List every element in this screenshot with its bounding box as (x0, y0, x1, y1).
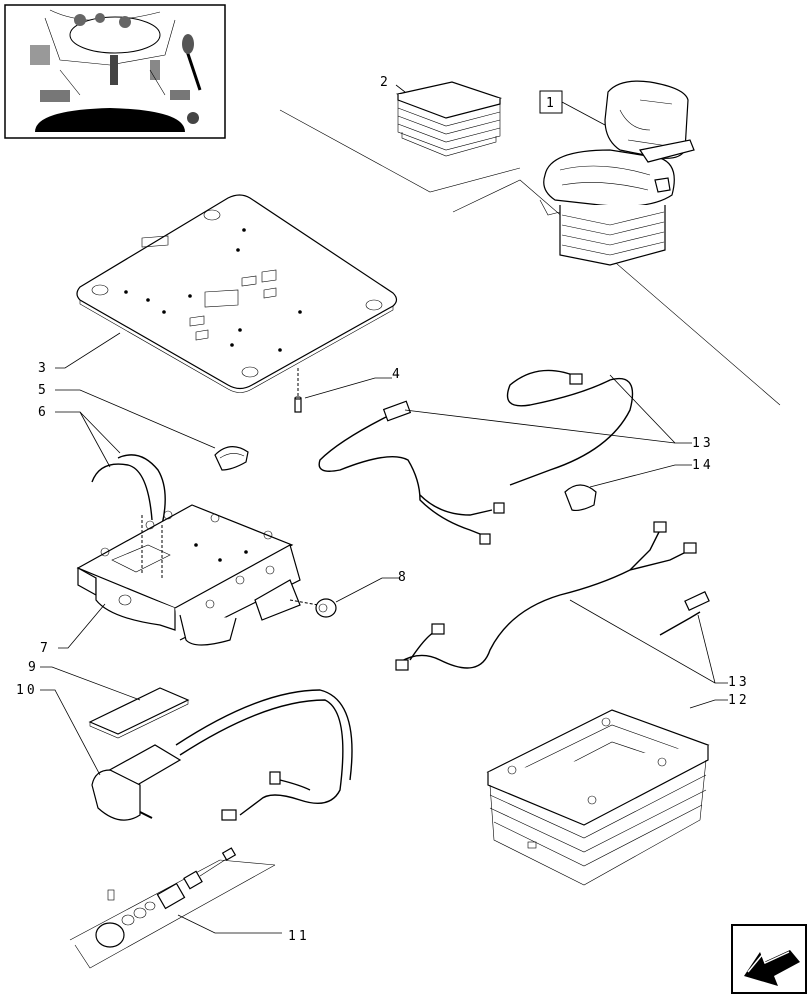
switch-assembly-part (69, 847, 276, 969)
group-divider-lines (279, 109, 781, 406)
label-9: 9 (28, 660, 39, 675)
leader-lines (40, 84, 728, 934)
seat-base-plate-part (76, 194, 398, 393)
label-14: 14 (692, 458, 714, 473)
label-11: 11 (288, 929, 310, 944)
label-7: 7 (40, 641, 51, 656)
wiring-harness-lower-part (395, 521, 710, 671)
label-4: 4 (392, 367, 403, 382)
label-1: 1 (546, 96, 557, 111)
thumbnail-image (4, 4, 226, 139)
complete-seat-part (539, 80, 695, 266)
label-13-lower: 13 (728, 675, 750, 690)
label-8: 8 (398, 570, 409, 585)
bushing-part (315, 598, 337, 618)
bellows-kit-part (486, 709, 710, 886)
actuator-part (91, 689, 353, 821)
previous-page-arrow-icon[interactable] (731, 924, 807, 994)
label-1-box (539, 90, 563, 114)
bellows-cover-part (395, 81, 503, 157)
label-12: 12 (728, 693, 750, 708)
label-2: 2 (380, 75, 391, 90)
pad-part (88, 687, 190, 739)
wiring-harness-upper-part (318, 369, 634, 545)
label-10: 10 (16, 683, 38, 698)
label-3: 3 (38, 361, 49, 376)
label-5: 5 (38, 383, 49, 398)
seat-suspension-part (76, 504, 319, 646)
strap-parts (91, 454, 166, 526)
label-6: 6 (38, 405, 49, 420)
clip-part-14 (564, 484, 597, 512)
label-13-upper: 13 (692, 436, 714, 451)
screw-part (294, 368, 302, 413)
clip-part (214, 446, 249, 471)
callout-labels: 1 2 3 4 5 6 7 8 9 10 11 12 13 13 14 (16, 75, 750, 944)
